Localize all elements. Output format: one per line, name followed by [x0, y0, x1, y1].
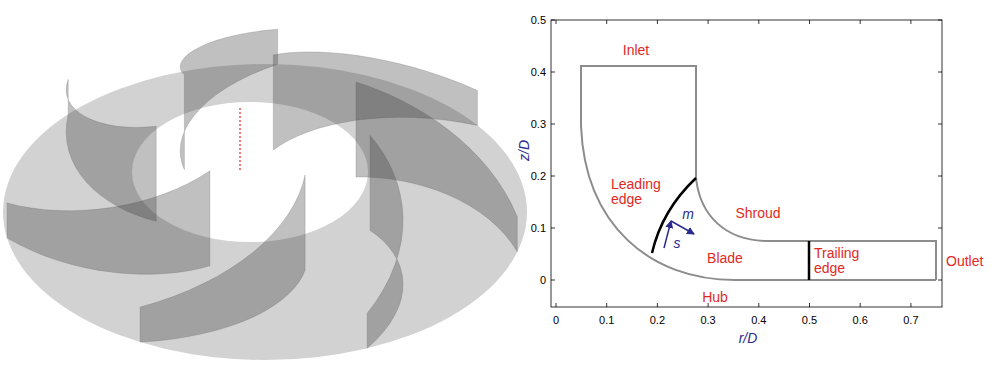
tick-mark: [708, 20, 709, 24]
tick-mark: [938, 228, 942, 229]
tick-mark: [551, 176, 555, 177]
part-label: Shroud: [735, 206, 780, 221]
impeller: [3, 29, 527, 360]
axis-line: [239, 108, 240, 170]
tick-mark: [938, 124, 942, 125]
tick-label: 0.3: [531, 117, 546, 132]
tick-label: 0.5: [531, 13, 546, 28]
tick-label: 0.1: [531, 221, 546, 236]
shroud-line: [696, 178, 936, 280]
hub-line: [581, 126, 936, 280]
part-label: Hub: [702, 290, 728, 305]
tick-mark: [551, 280, 555, 281]
tick-label: 0.3: [700, 313, 715, 328]
tick-mark: [657, 20, 658, 24]
tick-mark: [606, 20, 607, 24]
axes-frame: [551, 20, 942, 307]
tick-label: 0.5: [802, 313, 817, 328]
tick-mark: [556, 20, 557, 24]
tick-mark: [551, 72, 555, 73]
axis-label: r/D: [739, 331, 758, 346]
tick-mark: [551, 124, 555, 125]
tick-label: 0.1: [599, 313, 614, 328]
coordinate-label: m: [682, 207, 694, 222]
tick-mark: [938, 176, 942, 177]
part-label: Trailing edge: [814, 246, 876, 276]
tick-label: 0: [540, 273, 546, 288]
impeller-blade: [356, 82, 517, 252]
tick-mark: [860, 303, 861, 307]
tick-mark: [938, 280, 942, 281]
tick-label: 0.2: [531, 169, 546, 184]
tick-label: 0: [553, 313, 559, 328]
part-label: Leading edge: [611, 177, 669, 207]
axis-label: z/D: [517, 140, 532, 161]
tick-mark: [551, 228, 555, 229]
tick-mark: [860, 20, 861, 24]
coordinate-label: s: [674, 236, 681, 251]
s-arrow: [664, 221, 671, 248]
tick-mark: [938, 20, 942, 21]
tick-mark: [758, 303, 759, 307]
part-label: Blade: [707, 251, 743, 266]
tick-label: 0.2: [650, 313, 665, 328]
inlet-boundary: [581, 66, 696, 178]
tick-mark: [938, 72, 942, 73]
tick-label: 0.4: [531, 65, 546, 80]
impeller-blade: [180, 29, 277, 170]
tick-label: 0.4: [751, 313, 766, 328]
tick-mark: [657, 303, 658, 307]
m-arrow: [671, 221, 694, 234]
impeller-blade: [66, 79, 156, 221]
tick-mark: [809, 303, 810, 307]
tick-mark: [910, 303, 911, 307]
tick-mark: [758, 20, 759, 24]
tick-mark: [556, 303, 557, 307]
tick-mark: [606, 303, 607, 307]
tick-mark: [910, 20, 911, 24]
region-label: Inlet: [623, 43, 649, 58]
tick-label: 0.7: [903, 313, 918, 328]
region-label: Outlet: [946, 254, 983, 269]
trailing-edge-line: [808, 241, 811, 280]
tick-mark: [809, 20, 810, 24]
tick-mark: [551, 20, 555, 21]
tick-label: 0.6: [853, 313, 868, 328]
